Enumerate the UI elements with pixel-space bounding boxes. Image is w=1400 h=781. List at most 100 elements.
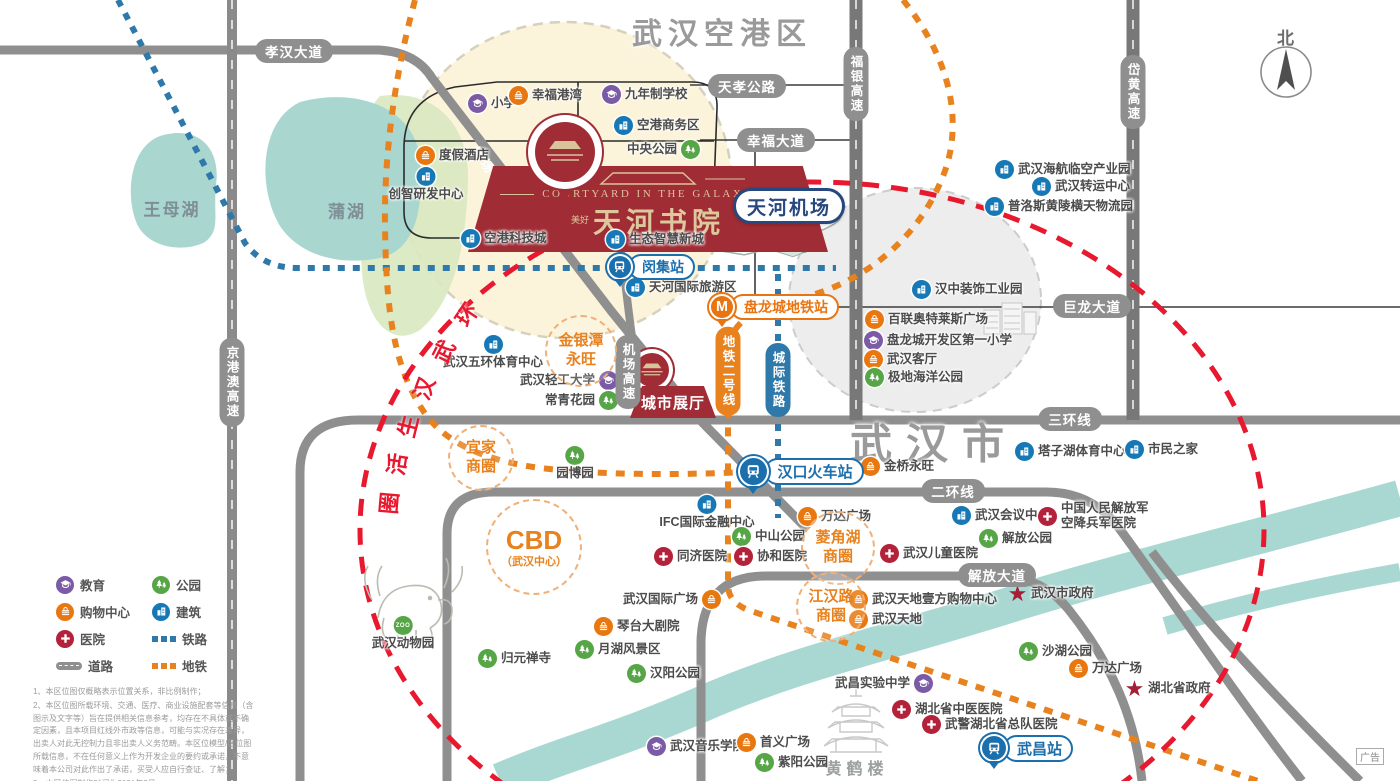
legend-label: 建筑 <box>176 606 202 620</box>
bld-icon <box>952 506 971 525</box>
business-circle-label: 江汉路 <box>808 588 854 606</box>
edu-icon <box>56 575 74 594</box>
hosp-icon <box>880 544 899 563</box>
park-icon <box>478 649 497 668</box>
shop-icon <box>509 86 528 105</box>
poi-label: 武汉会议中心 <box>975 508 1051 522</box>
poi-label: 空港商务区 <box>637 118 700 132</box>
poi-label: 极地海洋公园 <box>888 370 964 384</box>
edu-icon <box>647 737 666 756</box>
business-circle-label: 商圈 <box>465 458 496 475</box>
edu-icon <box>468 94 487 113</box>
poi-marker: 中山公园 <box>732 527 805 546</box>
road-pill: 三环线 <box>1038 407 1102 431</box>
park-icon <box>979 529 998 548</box>
edu-icon <box>914 674 933 693</box>
station-label: 闵集站 <box>628 254 695 280</box>
poi-label: 武汉天地 <box>872 612 923 626</box>
poi-label: 武汉音乐学院 <box>670 739 746 753</box>
poi-label: 沙湖公园 <box>1042 644 1093 658</box>
poi-marker: 九年制学校 <box>602 85 688 104</box>
poi-label: 武汉转运中心 <box>1055 179 1131 193</box>
bld-icon <box>152 602 171 621</box>
poi-marker: 紫阳公园 <box>755 753 828 772</box>
river-branch <box>1162 563 1400 635</box>
business-circle: 江汉路商圈 <box>796 572 866 642</box>
park-icon <box>865 368 884 387</box>
park-icon <box>575 640 594 659</box>
park-icon <box>1019 642 1038 661</box>
poi-marker: 琴台大剧院 <box>594 617 680 636</box>
metro-station-icon: M <box>709 294 735 320</box>
bld-icon <box>985 197 1004 216</box>
poi-label: 常青花园 <box>544 393 595 407</box>
road-pill-vertical: 岱黄高速 <box>1120 55 1146 129</box>
poi-marker: 常青花园 <box>545 391 618 410</box>
poi-marker: 武汉会议中心 <box>952 506 1050 525</box>
star-icon: ★ <box>1007 581 1028 606</box>
poi-marker: 塔子湖体育中心 <box>1015 442 1126 461</box>
poi-label: 中山公园 <box>755 529 806 543</box>
legend-label: 道路 <box>88 660 114 674</box>
legend-item-metrodash: 地铁 <box>152 656 207 675</box>
lake-wangmuhu <box>130 133 217 248</box>
poi-label: 空港科技城 <box>484 231 547 245</box>
road-swatch <box>56 661 82 670</box>
park-icon <box>599 391 618 410</box>
station-rail: 汉口火车站 <box>737 455 864 487</box>
poi-label: 武汉国际广场 <box>622 592 698 606</box>
business-circle-label: 永旺 <box>565 351 596 368</box>
poi-marker: 武汉国际广场 <box>623 590 721 609</box>
poi-label: 归元禅寺 <box>501 651 552 665</box>
poi-label: 武汉五环体育中心 <box>442 355 544 369</box>
poi-marker: 武汉客厅 <box>864 350 937 369</box>
poi-label: 琴台大剧院 <box>617 619 680 633</box>
river <box>492 480 1400 781</box>
poi-marker: 武昌实验中学 <box>835 674 933 693</box>
business-circle-label: 商圈 <box>815 607 846 624</box>
poi-label: 协和医院 <box>757 549 808 563</box>
poi-marker: 月湖风景区 <box>575 640 661 659</box>
poi-marker: 武汉五环体育中心 <box>443 335 543 370</box>
road-pill: 巨龙大道 <box>1053 294 1131 318</box>
business-circle-label: （武汉中心） <box>501 556 567 569</box>
hosp-icon <box>922 715 941 734</box>
legend-item-hosp: 医院 <box>56 629 130 648</box>
legend-item-roadbar: 道路 <box>56 656 130 675</box>
pagoda-label: 黄鹤楼 <box>825 761 889 778</box>
raildash-swatch <box>152 635 177 642</box>
wuhan-life-circle-ring <box>357 179 1267 781</box>
station-label: 盘龙城地铁站 <box>730 294 839 320</box>
hosp-icon <box>1038 506 1057 526</box>
poi-marker: 汉阳公园 <box>627 664 700 683</box>
bld-icon <box>626 278 645 297</box>
poi-marker: 极地海洋公园 <box>865 368 963 387</box>
hosp-icon <box>734 547 753 566</box>
poi-label: 武汉客厅 <box>887 352 938 366</box>
poi-label: 百联奥特莱斯广场 <box>888 312 989 326</box>
shop-icon <box>702 590 721 609</box>
region-label-konggang: 武汉空港区 <box>632 18 812 51</box>
station-label: 武昌站 <box>1003 734 1074 762</box>
poi-label: 金桥永旺 <box>884 459 935 473</box>
poi-marker: ★湖北省政府 <box>1125 678 1211 700</box>
poi-marker: 园博园 <box>556 446 594 481</box>
legend-label: 购物中心 <box>80 606 131 620</box>
poi-marker: 空港商务区 <box>614 116 700 135</box>
road-pill: 解放大道 <box>958 563 1036 587</box>
business-circle-label: CBD <box>505 524 563 555</box>
poi-marker: IFC国际金融中心 <box>659 495 755 530</box>
poi-label: 天河国际旅游区 <box>649 280 737 294</box>
poi-label: 中国人民解放军 空降兵军医院 <box>1061 501 1149 530</box>
business-circle-label: 商圈 <box>822 548 853 565</box>
business-circle: 金银潭永旺 <box>545 315 617 387</box>
legend-label: 地铁 <box>182 660 208 674</box>
poi-label: 解放公园 <box>1002 531 1053 545</box>
poi-label: 生态智慧新城 <box>629 232 705 246</box>
shop-icon <box>416 146 435 165</box>
poi-label: 武昌实验中学 <box>834 676 910 690</box>
park-icon <box>755 753 774 772</box>
disclaimer-notes: 1、本区位图仅概略表示位置关系，非比例制作；2、本区位图所载环境、交通、医疗、商… <box>33 686 255 781</box>
station-rail: 闵集站 <box>607 254 695 280</box>
poi-label: 同济医院 <box>677 549 728 563</box>
